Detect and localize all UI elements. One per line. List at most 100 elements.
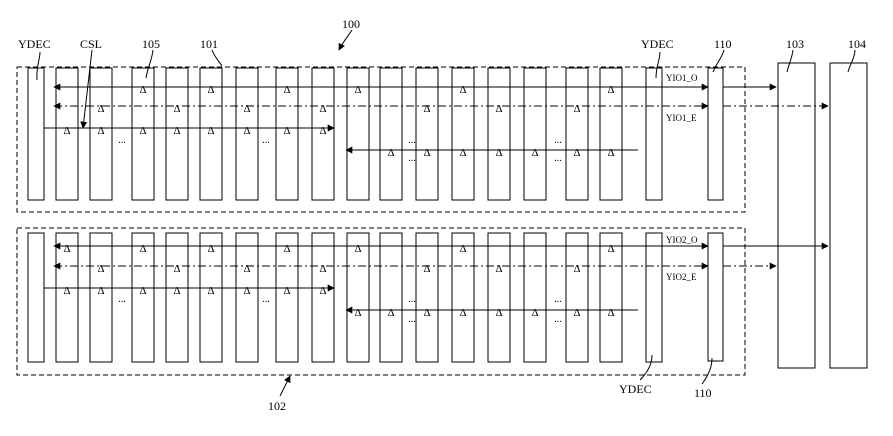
label-102: 102 (268, 399, 286, 413)
sense-amp-symbol: Δ (283, 125, 290, 137)
bank-100-bitline-column (523, 67, 547, 201)
bank-102-bitline-column (55, 232, 79, 363)
label-110-bottom: 110 (694, 386, 712, 400)
bank-100-bitline-column (415, 67, 439, 201)
sense-amp-symbol: Δ (354, 84, 361, 96)
sense-amp-symbol: Δ (607, 147, 614, 159)
bank-102-bitline-column (275, 232, 299, 363)
bank-100-bitline-column (346, 67, 370, 201)
label-101: 101 (200, 37, 218, 51)
bank-102-bitline-column (311, 232, 335, 363)
sense-amp-symbol: Δ (207, 84, 214, 96)
bank-102-bitline-column (599, 232, 623, 363)
sense-amp-symbol: Δ (423, 103, 430, 115)
sense-amp-symbol: Δ (243, 125, 250, 137)
sense-amp-symbol: Δ (63, 125, 70, 137)
sense-amp-symbol: Δ (243, 263, 250, 275)
sense-amp-symbol: Δ (459, 307, 466, 319)
sense-amp-symbol: Δ (319, 263, 326, 275)
sense-amp-symbol: Δ (97, 263, 104, 275)
bank-102-bitline-column (487, 232, 511, 363)
sense-amp-symbol: Δ (387, 307, 394, 319)
leader-100 (338, 29, 353, 51)
sense-amp-symbol: Δ (423, 147, 430, 159)
ellipsis-symbol: ... (262, 135, 270, 146)
bank-100-bitline-column (645, 67, 663, 201)
leader-110-bottom (701, 357, 713, 385)
sense-amp-symbol: Δ (573, 147, 580, 159)
bank-102-bitline-column (645, 232, 663, 363)
ellipsis-symbol: ... (262, 294, 270, 305)
bank-102-bitline-column (235, 232, 259, 363)
leader-101 (211, 49, 223, 67)
sense-amp-symbol: Δ (531, 147, 538, 159)
leader-ydec-top-left (36, 51, 41, 81)
bank-102-bitline-column (27, 232, 45, 363)
label-100: 100 (342, 17, 360, 31)
label-csl: CSL (80, 37, 102, 51)
ellipsis-symbol: ... (554, 135, 562, 146)
sense-amp-symbol: Δ (283, 84, 290, 96)
sense-amp-symbol: Δ (283, 243, 290, 255)
sense-amp-symbol: Δ (495, 103, 502, 115)
sense-amp-symbol: Δ (531, 307, 538, 319)
sense-amp-symbol: Δ (173, 103, 180, 115)
bank-102-bitline-column (199, 232, 223, 363)
bank-100-bitline-column (311, 67, 335, 201)
sense-amp-symbol: Δ (63, 243, 70, 255)
sense-amp-symbol: Δ (173, 263, 180, 275)
sense-amp-symbol: Δ (97, 285, 104, 297)
bank-102-boundary (16, 227, 746, 376)
bank-100-bitline-column (565, 67, 589, 201)
bank-100-bitline-column (89, 67, 113, 201)
ellipsis-symbol: ... (408, 135, 416, 146)
sense-amp-symbol: Δ (459, 243, 466, 255)
bank-102-bitline-column (379, 232, 403, 363)
sense-amp-symbol: Δ (97, 103, 104, 115)
label-ydec-bottom: YDEC (619, 382, 652, 396)
sense-amp-symbol: Δ (207, 243, 214, 255)
sense-amp-symbol: Δ (387, 147, 394, 159)
ellipsis-symbol: ... (554, 314, 562, 325)
sense-amp-symbol: Δ (207, 125, 214, 137)
bank-102-bitline-column (89, 232, 113, 363)
sense-amp-symbol: Δ (243, 285, 250, 297)
leader-csl (80, 49, 93, 129)
sense-amp-symbol: Δ (319, 103, 326, 115)
leader-103 (786, 49, 794, 73)
sense-amp-symbol: Δ (573, 307, 580, 319)
ellipsis-symbol: ... (118, 294, 126, 305)
sense-amp-symbol: Δ (495, 307, 502, 319)
bank-100-bitline-column (451, 67, 475, 201)
bank-102-bitline-column (565, 232, 589, 363)
bank-100-bitline-column (165, 67, 189, 201)
label-yio1-e: YIO1_E (666, 113, 697, 123)
sense-amp-symbol: Δ (319, 285, 326, 297)
label-yio1-o: YIO1_O (666, 73, 698, 83)
bank-100-bitline-column (487, 67, 511, 201)
sense-amp-symbol: Δ (354, 243, 361, 255)
sense-amp-symbol: Δ (139, 243, 146, 255)
bank-102-bitline-column (523, 232, 547, 363)
ellipsis-symbol: ... (554, 153, 562, 164)
bank-100-bitline-column (275, 67, 299, 201)
bank-100-bitline-column (27, 67, 45, 201)
block-104 (829, 62, 868, 369)
bank-102-bitline-column (451, 232, 475, 363)
sense-amp-symbol: Δ (139, 84, 146, 96)
io-block-110-top (707, 67, 724, 201)
bank-100-boundary (16, 66, 746, 213)
bank-100-bitline-column (235, 67, 259, 201)
label-110-top: 110 (714, 37, 732, 51)
bank-100-bitline-column (199, 67, 223, 201)
ellipsis-symbol: ... (408, 314, 416, 325)
bank-100-bitline-column (599, 67, 623, 201)
ellipsis-symbol: ... (408, 153, 416, 164)
bank-102-bitline-column (346, 232, 370, 363)
label-ydec-top-left: YDEC (18, 37, 51, 51)
sense-amp-symbol: Δ (423, 307, 430, 319)
bank-100-bitline-column (131, 67, 155, 201)
block-103 (777, 62, 816, 369)
sense-amp-symbol: Δ (607, 84, 614, 96)
